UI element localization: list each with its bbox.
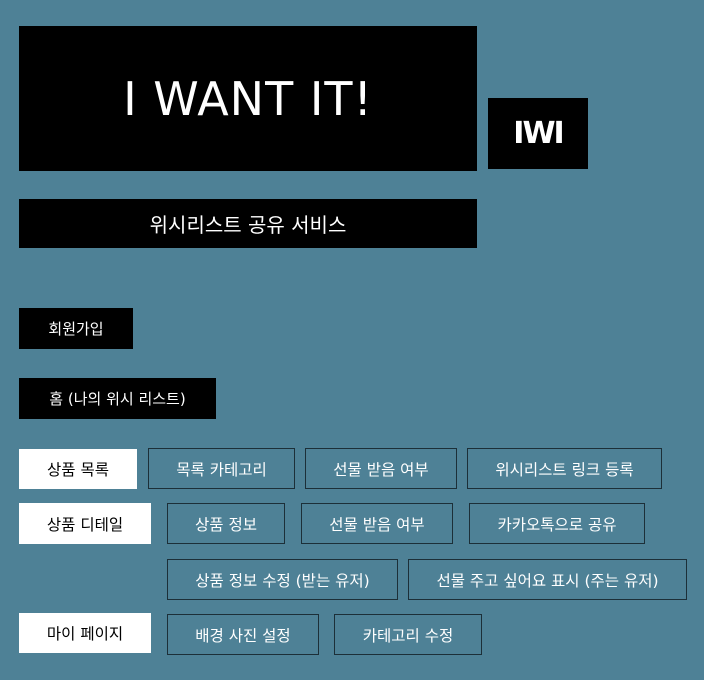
product-detail-item-label: 선물 받음 여부: [329, 515, 425, 534]
product-detail-label: 상품 디테일: [46, 515, 124, 534]
product-detail-item-label: 선물 주고 싶어요 표시 (주는 유저): [436, 571, 659, 590]
product-list-item: 목록 카테고리: [148, 448, 295, 489]
my-page-node: 마이 페이지: [19, 613, 151, 653]
home-node: 홈 (나의 위시 리스트): [19, 378, 216, 419]
product-detail-item: 상품 정보: [167, 503, 285, 544]
product-list-label: 상품 목록: [47, 461, 109, 479]
product-list-item: 선물 받음 여부: [305, 448, 457, 489]
product-detail-item: 상품 정보 수정 (받는 유저): [167, 559, 398, 600]
my-page-item: 카테고리 수정: [334, 614, 482, 655]
product-list-item-label: 선물 받음 여부: [333, 460, 429, 479]
product-list-item-label: 위시리스트 링크 등록: [495, 460, 634, 479]
product-detail-item: 카카오톡으로 공유: [469, 503, 645, 544]
signup-label: 회원가입: [48, 320, 104, 338]
product-detail-node: 상품 디테일: [19, 503, 151, 544]
product-detail-item-label: 카카오톡으로 공유: [497, 515, 617, 534]
subtitle: 위시리스트 공유 서비스: [149, 213, 347, 237]
product-detail-item-label: 상품 정보: [195, 515, 257, 534]
title-box: I WANT IT!: [19, 26, 477, 171]
my-page-item: 배경 사진 설정: [167, 614, 319, 655]
product-detail-item: 선물 받음 여부: [301, 503, 453, 544]
logo-text: IWI: [513, 116, 564, 151]
product-detail-item: 선물 주고 싶어요 표시 (주는 유저): [408, 559, 687, 600]
my-page-label: 마이 페이지: [46, 625, 124, 643]
subtitle-box: 위시리스트 공유 서비스: [19, 199, 477, 248]
app-title: I WANT IT!: [123, 71, 373, 126]
signup-node: 회원가입: [19, 308, 133, 349]
product-list-item-label: 목록 카테고리: [176, 460, 267, 479]
product-detail-item-label: 상품 정보 수정 (받는 유저): [195, 571, 370, 590]
product-list-item: 위시리스트 링크 등록: [467, 448, 662, 489]
my-page-item-label: 배경 사진 설정: [195, 626, 291, 645]
home-label: 홈 (나의 위시 리스트): [49, 390, 186, 408]
product-list-node: 상품 목록: [19, 449, 137, 489]
my-page-item-label: 카테고리 수정: [362, 626, 454, 645]
logo: IWI: [488, 98, 588, 169]
